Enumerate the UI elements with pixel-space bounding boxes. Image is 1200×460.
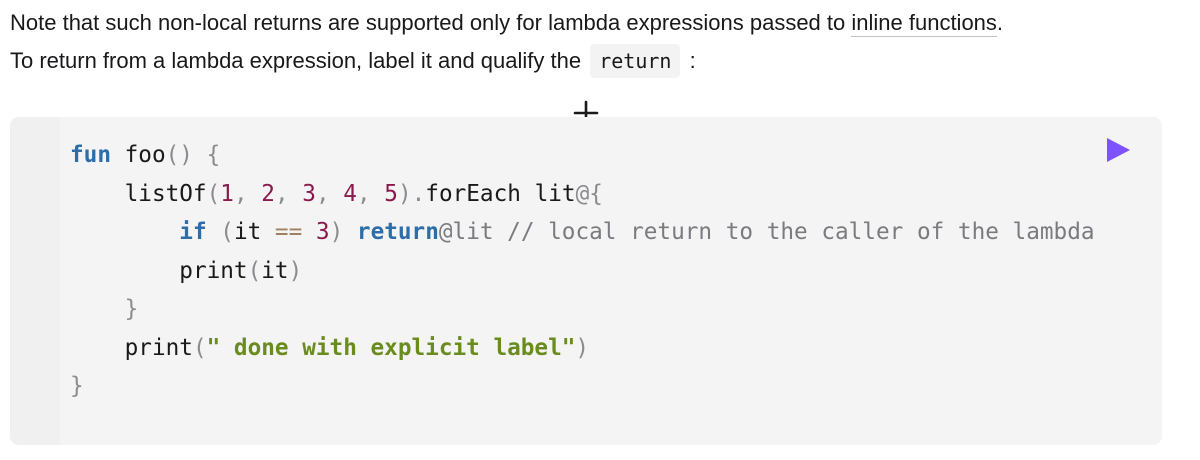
paragraph-line-2: To return from a lambda expression, labe… [10,42,1190,80]
close-brace: } [70,373,84,399]
play-icon [1107,138,1130,162]
operator-equals: == [261,219,303,245]
call-print: print [124,334,193,361]
paragraph: Note that such non-local returns are sup… [10,4,1190,80]
paragraph-text: To return from a lambda expression, labe… [10,48,588,73]
code-block: fun foo() { listOf(1, 2, 3, 4, 5).forEac… [10,117,1162,445]
string-literal: " done with explicit label" [206,334,576,361]
comma: , [233,180,262,207]
parens: () [165,142,193,168]
code-line-3: if (it == 3) return@lit // local return … [70,219,1095,245]
run-code-button[interactable] [1103,135,1133,165]
paren-close: ) [397,180,412,207]
paragraph-text: Note that such non-local returns are sup… [10,10,852,35]
code-listing[interactable]: fun foo() { listOf(1, 2, 3, 4, 5).forEac… [70,136,1095,406]
code-line-6: print(" done with explicit label") [70,335,589,361]
indent [70,181,125,207]
paren-open: ( [206,219,234,245]
open-brace: { [192,142,221,168]
indent [70,219,179,245]
paren-open: ( [206,180,221,207]
comma: , [315,180,344,207]
indent [70,258,179,284]
number-literal: 3 [302,180,316,207]
keyword-if: if [179,219,207,245]
paren-close: ) [575,334,590,361]
variable-it: it [233,219,262,245]
call-print: print [179,257,248,284]
comma: , [274,180,303,207]
function-name: foo [110,142,166,168]
paragraph-line-1: Note that such non-local returns are sup… [10,4,1190,42]
argument-it: it [261,257,289,284]
number-literal: 4 [343,180,357,207]
indent [70,296,125,322]
paren-open: ( [247,257,262,284]
paragraph-colon: : [683,48,696,73]
call-foreach: forEach [425,180,521,207]
keyword-fun: fun [70,142,111,168]
at-sign: @ [575,180,590,207]
code-line-7: } [70,373,84,399]
code-line-2: listOf(1, 2, 3, 4, 5).forEach lit@{ [70,181,603,207]
close-brace: } [124,296,139,322]
call-listof: listOf [124,180,207,207]
number-literal: 5 [384,180,398,207]
paragraph-period: . [996,10,1004,35]
number-literal: 2 [261,180,275,207]
code-line-1: fun foo() { [70,142,220,168]
dot: . [411,180,426,207]
inline-code-return: return [590,44,681,78]
paren-close: ) [329,219,344,245]
return-label: @lit [438,219,494,245]
inline-functions-link[interactable]: inline functions [851,10,997,37]
code-line-5: } [70,296,139,322]
label-lit: lit [520,180,576,207]
paren-open: ( [192,334,207,361]
code-line-4: print(it) [70,258,302,284]
number-literal: 1 [220,180,234,207]
open-brace: { [589,180,603,207]
comma: , [356,180,385,207]
comment: // local return to the caller of the lam… [493,219,1095,245]
code-gutter [10,117,60,445]
indent [70,335,125,361]
paren-close: ) [288,257,303,284]
keyword-return: return [343,219,439,245]
number-literal: 3 [302,219,330,245]
